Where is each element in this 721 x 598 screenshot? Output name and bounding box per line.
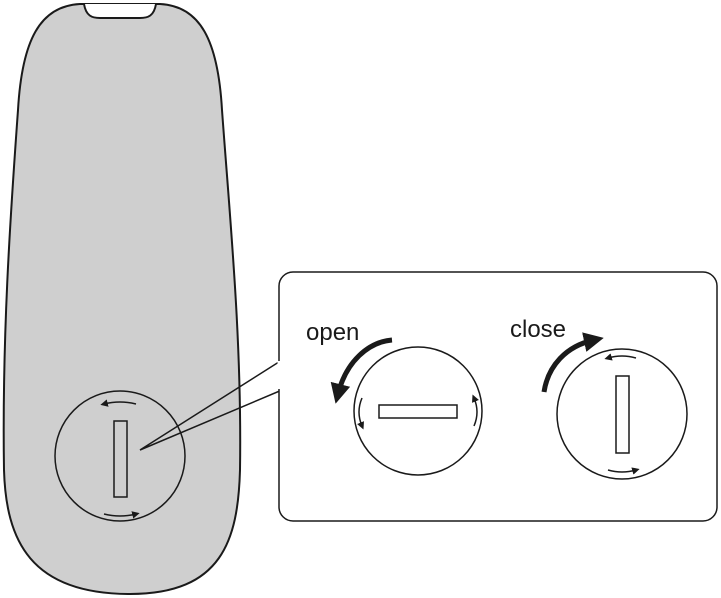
remote-cover-bottom-arrow-icon [103,511,140,519]
close-label: close [510,316,566,343]
remote-cover-top-arrow-icon [100,399,137,407]
remote-top-notch [83,3,157,19]
close-state: close [510,316,688,480]
open-state: open [306,319,483,476]
close-bottom-arrow-icon [607,467,640,475]
open-arrow-icon [330,337,393,404]
close-slot [615,375,630,454]
close-arrow-icon [541,332,604,393]
open-slot [378,404,458,419]
remote-battery-slot [113,420,128,498]
open-right-arrow-icon [472,394,479,427]
remote-battery-cover[interactable] [54,390,186,522]
close-top-arrow-icon [604,353,637,361]
callout-pointer [139,359,283,451]
open-left-arrow-icon [357,397,364,430]
open-label: open [306,319,359,346]
